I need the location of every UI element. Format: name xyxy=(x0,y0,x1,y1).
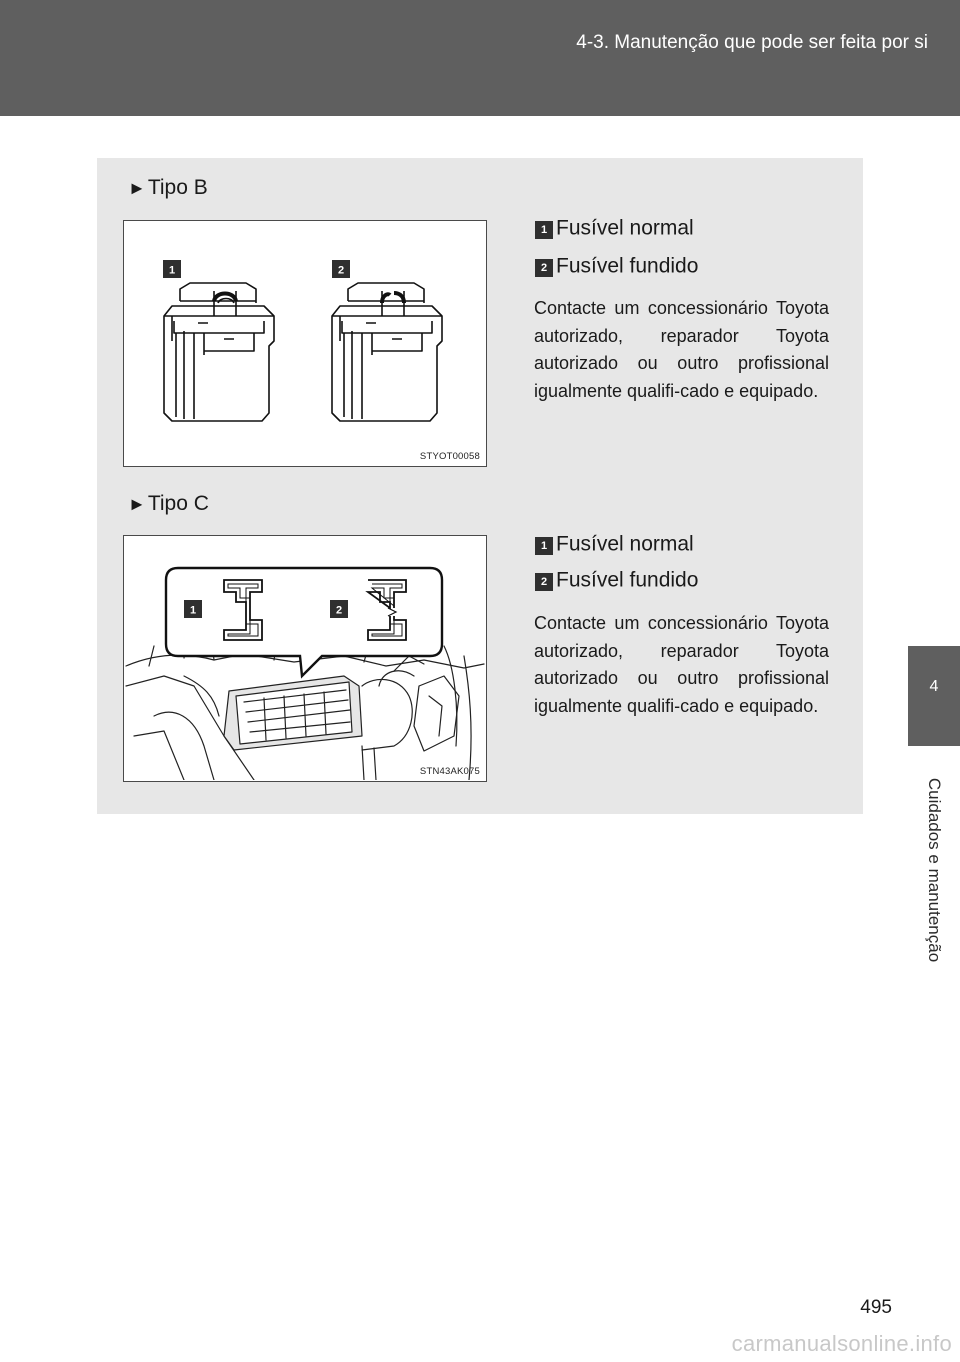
figure-callout-1: 1 xyxy=(169,265,175,277)
watermark-text: carmanualsonline.info xyxy=(731,1331,952,1356)
figure-callout-2-box xyxy=(330,600,348,618)
legend-label: Fusível fundido xyxy=(556,254,699,278)
chapter-number: 4 xyxy=(929,678,939,695)
number-badge: 2 xyxy=(535,259,553,277)
figure-callout-1-box xyxy=(163,260,181,278)
figure-callout-2-box xyxy=(332,260,350,278)
figure-code: STN43AK075 xyxy=(419,766,480,777)
heading-tipo-b: ►Tipo B xyxy=(128,176,208,200)
figure-callout-1-box xyxy=(184,600,202,618)
chapter-label: Cuidados e manutenção xyxy=(925,777,944,963)
heading-tipo-c: ►Tipo C xyxy=(128,492,209,516)
number-badge: 1 xyxy=(535,221,553,239)
heading-tipo-b-text: Tipo B xyxy=(147,176,208,199)
heading-tipo-c-text: Tipo C xyxy=(147,492,209,515)
fuse-type-c-illustration: 1 2 xyxy=(125,566,485,780)
chapter-tab[interactable]: 4 xyxy=(908,646,960,746)
dealer-note: Contacte um concessionário Toyota autori… xyxy=(534,298,829,401)
figure-fuse-type-b: 1 2 STYOT00058 xyxy=(123,220,487,467)
fuse-type-b-illustration: 1 2 xyxy=(163,260,443,422)
header-band xyxy=(0,0,960,116)
triangle-bullet-icon: ► xyxy=(128,178,146,198)
legend-label: Fusível fundido xyxy=(556,568,699,592)
figure-callout-1: 1 xyxy=(190,605,196,617)
figure-callout-2: 2 xyxy=(338,265,344,277)
figure-callout-2: 2 xyxy=(336,605,342,617)
figure-fuse-type-c: 1 2 STN43AK075 xyxy=(123,535,487,782)
legend-label: Fusível normal xyxy=(556,216,694,240)
figure-code: STYOT00058 xyxy=(419,451,480,462)
section-title: 4-3. Manutenção que pode ser feita por s… xyxy=(576,32,928,53)
number-badge: 2 xyxy=(535,573,553,591)
legend-label: Fusível normal xyxy=(556,532,694,556)
number-badge: 1 xyxy=(535,537,553,555)
dealer-note: Contacte um concessionário Toyota autori… xyxy=(534,613,829,716)
page-number: 495 xyxy=(860,1297,892,1318)
triangle-bullet-icon: ► xyxy=(128,494,146,514)
